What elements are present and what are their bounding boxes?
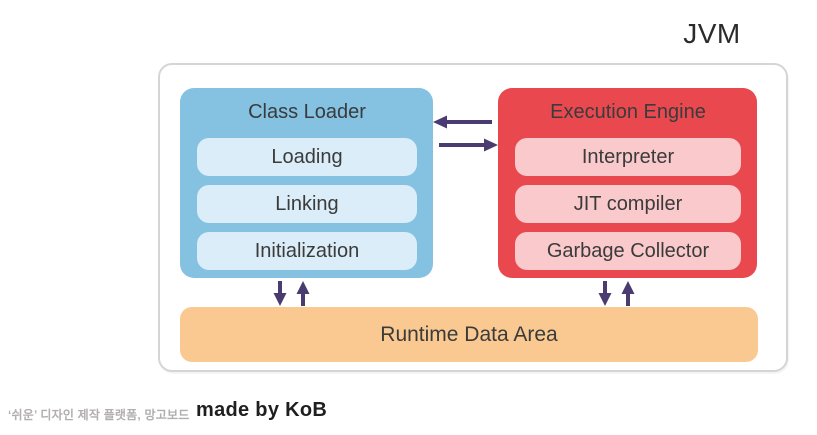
execution-engine-items: Interpreter JIT compiler Garbage Collect… — [515, 138, 741, 270]
class-loader-title: Class Loader — [248, 101, 366, 123]
engine-to-runtime-down-arrow-icon — [598, 281, 612, 306]
class-loader-item-loading: Loading — [197, 138, 417, 176]
execution-engine-title: Execution Engine — [550, 101, 706, 123]
made-by-credit: made by KoB — [196, 399, 328, 421]
loader-to-runtime-down-arrow-icon — [273, 281, 287, 306]
mangoboard-watermark: ‘쉬운’ 디자인 제작 플랫폼, 망고보드 — [8, 408, 190, 422]
diagram-title: JVM — [683, 18, 741, 49]
runtime-to-loader-up-arrow-icon — [296, 281, 310, 306]
runtime-data-area-box: Runtime Data Area — [180, 307, 758, 362]
class-loader-item-initialization: Initialization — [197, 232, 417, 270]
loader-to-engine-right-arrow-icon — [439, 138, 498, 152]
class-loader-item-linking: Linking — [197, 185, 417, 223]
runtime-data-area-title: Runtime Data Area — [380, 323, 558, 346]
class-loader-box: Class Loader Loading Linking Initializat… — [180, 88, 433, 278]
execution-engine-item-garbage-collector: Garbage Collector — [515, 232, 741, 270]
execution-engine-item-jit-compiler: JIT compiler — [515, 185, 741, 223]
class-loader-items: Loading Linking Initialization — [197, 138, 417, 270]
execution-engine-item-interpreter: Interpreter — [515, 138, 741, 176]
engine-to-loader-left-arrow-icon — [433, 115, 492, 129]
execution-engine-box: Execution Engine Interpreter JIT compile… — [498, 88, 757, 278]
runtime-to-engine-up-arrow-icon — [621, 281, 635, 306]
